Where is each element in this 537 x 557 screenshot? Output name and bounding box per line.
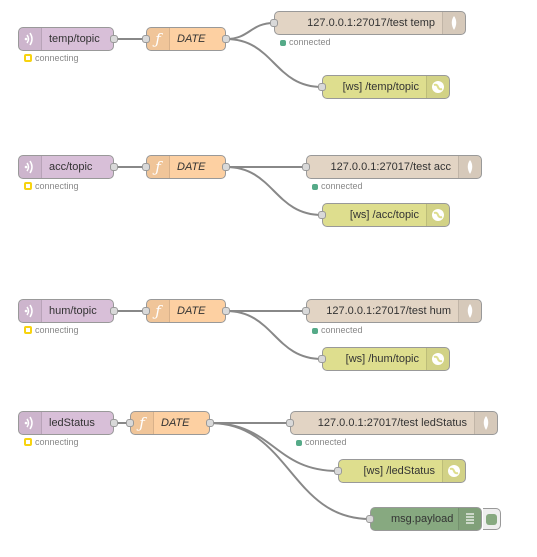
mqtt-broadcast-icon xyxy=(19,300,42,322)
input-port[interactable] xyxy=(366,515,374,523)
input-port[interactable] xyxy=(126,419,134,427)
mqtt-in-node[interactable]: acc/topic xyxy=(18,155,118,179)
mongodb-leaf-icon xyxy=(458,156,481,178)
websocket-node-label: [ws] /hum/topic xyxy=(345,353,419,365)
input-port[interactable] xyxy=(302,307,310,315)
function-f-icon: ƒ xyxy=(147,156,170,178)
function-node[interactable]: ƒ DATE xyxy=(126,411,214,435)
function-node-label: DATE xyxy=(177,33,206,45)
output-port[interactable] xyxy=(222,307,230,315)
debug-active-indicator xyxy=(486,514,497,525)
mqtt-node-label: temp/topic xyxy=(49,33,100,45)
input-port[interactable] xyxy=(286,419,294,427)
function-f-icon: ƒ xyxy=(147,300,170,322)
websocket-globe-icon xyxy=(426,204,449,226)
websocket-node-label: [ws] /acc/topic xyxy=(349,209,419,221)
mongodb-leaf-icon xyxy=(442,12,465,34)
mongodb-node-label: 127.0.0.1:27017/test ledStatus xyxy=(317,417,467,429)
status-ring-icon xyxy=(24,54,32,62)
websocket-globe-icon xyxy=(426,348,449,370)
mqtt-status: connecting xyxy=(24,181,79,193)
mqtt-in-node[interactable]: ledStatus xyxy=(18,411,118,435)
input-port[interactable] xyxy=(142,307,150,315)
mongodb-node-label: 127.0.0.1:27017/test acc xyxy=(330,161,451,173)
mongodb-status: connected xyxy=(312,325,363,337)
mongodb-out-node[interactable]: 127.0.0.1:27017/test hum xyxy=(302,299,482,323)
function-node[interactable]: ƒ DATE xyxy=(142,155,230,179)
status-dot-icon xyxy=(296,440,302,446)
function-node[interactable]: ƒ DATE xyxy=(142,27,230,51)
mongodb-node-label: 127.0.0.1:27017/test temp xyxy=(307,17,435,29)
function-f-icon: ƒ xyxy=(147,28,170,50)
status-ring-icon xyxy=(24,326,32,334)
websocket-node-label: [ws] /ledStatus xyxy=(363,465,435,477)
wire-function-to-websocket[interactable] xyxy=(225,166,323,216)
input-port[interactable] xyxy=(318,83,326,91)
mongodb-status: connected xyxy=(312,181,363,193)
mqtt-broadcast-icon xyxy=(19,412,42,434)
status-dot-icon xyxy=(312,184,318,190)
mongodb-out-node[interactable]: 127.0.0.1:27017/test acc xyxy=(302,155,482,179)
output-port[interactable] xyxy=(110,163,118,171)
mqtt-in-node[interactable]: temp/topic xyxy=(18,27,118,51)
mqtt-node-label: ledStatus xyxy=(49,417,95,429)
websocket-out-node[interactable]: [ws] /acc/topic xyxy=(318,203,450,227)
websocket-out-node[interactable]: [ws] /hum/topic xyxy=(318,347,450,371)
websocket-out-node[interactable]: [ws] /temp/topic xyxy=(318,75,450,99)
mqtt-in-node[interactable]: hum/topic xyxy=(18,299,118,323)
websocket-out-node[interactable]: [ws] /ledStatus xyxy=(334,459,466,483)
status-dot-icon xyxy=(312,328,318,334)
mongodb-status: connected xyxy=(280,37,331,49)
mqtt-status: connecting xyxy=(24,53,79,65)
wire-function-to-websocket[interactable] xyxy=(225,310,323,360)
mongodb-out-node[interactable]: 127.0.0.1:27017/test ledStatus xyxy=(286,411,498,435)
wire-function-to-debug[interactable] xyxy=(209,422,371,520)
output-port[interactable] xyxy=(206,419,214,427)
websocket-globe-icon xyxy=(426,76,449,98)
input-port[interactable] xyxy=(270,19,278,27)
output-port[interactable] xyxy=(110,35,118,43)
mongodb-status: connected xyxy=(296,437,347,449)
mqtt-node-label: hum/topic xyxy=(49,305,97,317)
status-ring-icon xyxy=(24,438,32,446)
input-port[interactable] xyxy=(334,467,342,475)
output-port[interactable] xyxy=(110,419,118,427)
websocket-globe-icon xyxy=(442,460,465,482)
mqtt-node-label: acc/topic xyxy=(49,161,93,173)
debug-toggle-button[interactable] xyxy=(483,508,501,530)
output-port[interactable] xyxy=(222,163,230,171)
mongodb-out-node[interactable]: 127.0.0.1:27017/test temp xyxy=(270,11,466,35)
debug-node[interactable]: msg.payload xyxy=(366,507,482,531)
mongodb-node-label: 127.0.0.1:27017/test hum xyxy=(326,305,451,317)
input-port[interactable] xyxy=(302,163,310,171)
status-ring-icon xyxy=(24,182,32,190)
websocket-node-label: [ws] /temp/topic xyxy=(342,81,419,93)
debug-node-label: msg.payload xyxy=(391,513,454,525)
status-dot-icon xyxy=(280,40,286,46)
mongodb-leaf-icon xyxy=(458,300,481,322)
mqtt-broadcast-icon xyxy=(19,28,42,50)
function-f-icon: ƒ xyxy=(131,412,154,434)
function-node-label: DATE xyxy=(177,305,206,317)
wire-function-to-mongodb[interactable] xyxy=(225,22,275,40)
input-port[interactable] xyxy=(318,211,326,219)
input-port[interactable] xyxy=(142,35,150,43)
input-port[interactable] xyxy=(318,355,326,363)
debug-list-icon xyxy=(458,508,481,530)
function-node[interactable]: ƒ DATE xyxy=(142,299,230,323)
function-node-label: DATE xyxy=(161,417,190,429)
input-port[interactable] xyxy=(142,163,150,171)
output-port[interactable] xyxy=(110,307,118,315)
mqtt-status: connecting xyxy=(24,437,79,449)
output-port[interactable] xyxy=(222,35,230,43)
mqtt-broadcast-icon xyxy=(19,156,42,178)
mqtt-status: connecting xyxy=(24,325,79,337)
function-node-label: DATE xyxy=(177,161,206,173)
mongodb-leaf-icon xyxy=(474,412,497,434)
wire-function-to-websocket[interactable] xyxy=(225,38,323,88)
